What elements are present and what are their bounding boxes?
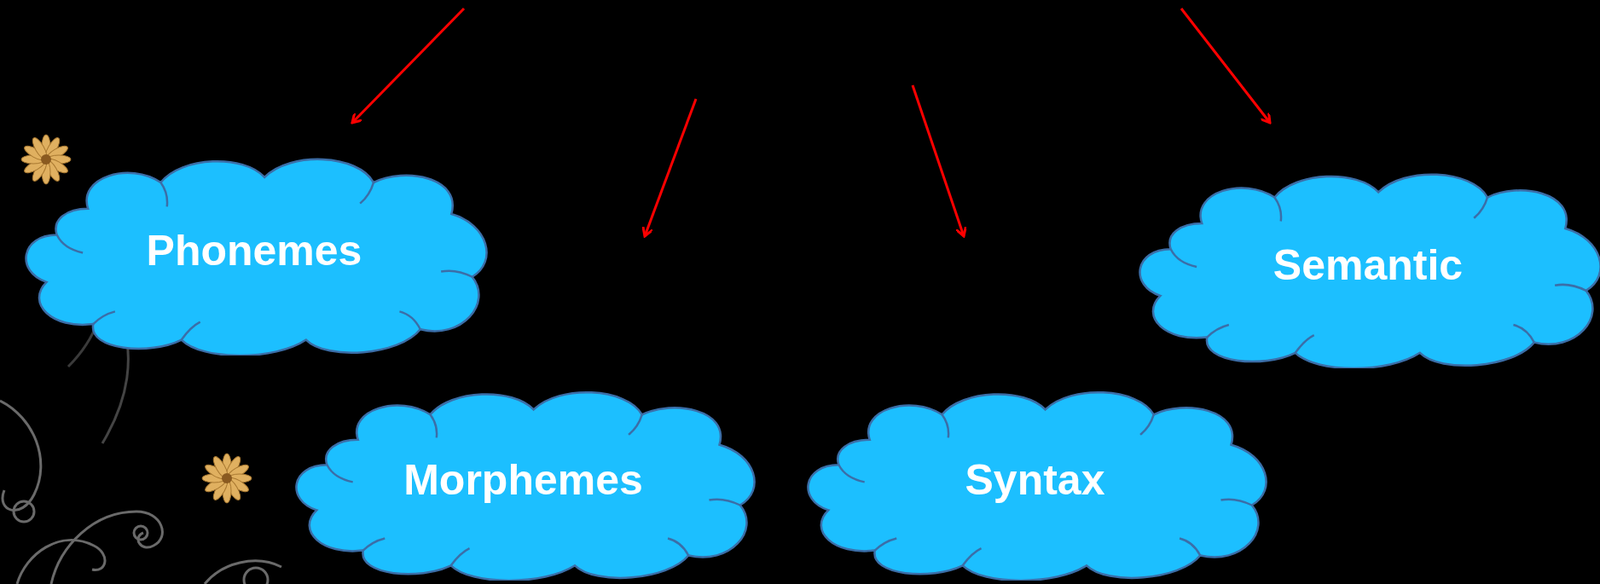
cloud-outline: [26, 159, 487, 356]
flower-ornament: [21, 134, 71, 185]
cloud-node: Phonemes: [15, 145, 493, 356]
flower-ornament: [202, 453, 252, 504]
cloud-node: Semantic: [1129, 161, 1600, 369]
flower-center: [40, 154, 52, 165]
flower-center: [221, 473, 232, 484]
pointer-arrow: [352, 8, 1270, 237]
cloud-label: Semantic: [1273, 240, 1463, 290]
cloud-label: Morphemes: [403, 455, 644, 505]
cloud-label: Syntax: [965, 455, 1106, 505]
cloud-outline: [295, 392, 754, 581]
cloud-node: Morphemes: [285, 379, 761, 581]
cloud-outline: [807, 392, 1266, 581]
cloud-label: Phonemes: [146, 226, 363, 276]
cloud-detail: [838, 414, 1252, 566]
cloud-outline: [1140, 174, 1600, 369]
cloud-detail: [326, 414, 740, 566]
cloud-detail: [1171, 197, 1587, 354]
cloud-node: Syntax: [797, 379, 1273, 581]
cloud-detail: [57, 182, 473, 340]
